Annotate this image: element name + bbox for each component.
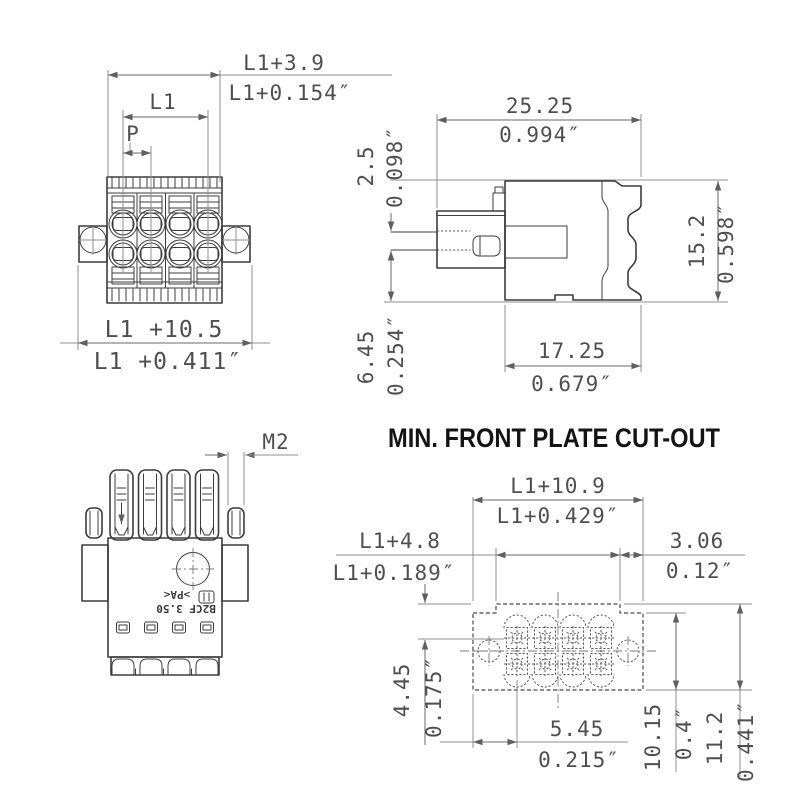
dim-side-height-mm: 15.2 xyxy=(685,214,709,269)
dim-side-body-depth: 17.25 0.679″ xyxy=(504,305,642,396)
dim-front-l1-label: L1 xyxy=(149,90,176,114)
dim-cutout-inner-height: 10.15 0.4″ xyxy=(641,612,752,772)
side-body-contour xyxy=(601,180,609,301)
dim-side-wire-in: 0.098″ xyxy=(383,126,407,208)
material-marking: >PA< xyxy=(163,588,190,601)
dim-cutout-total-height: 11.2 0.441″ xyxy=(624,603,758,782)
dim-cutout-pole-offset: 5.45 0.215″ xyxy=(440,680,628,772)
back-left-pin xyxy=(85,507,103,539)
dim-side-depth-in: 0.994″ xyxy=(499,123,581,147)
side-wire-stub xyxy=(390,231,438,251)
dim-side-body-in: 0.679″ xyxy=(531,372,613,396)
back-levers xyxy=(109,469,220,541)
dim-cutout-corner-mm: 3.06 xyxy=(670,529,725,553)
dim-side-body-mm: 17.25 xyxy=(538,339,606,363)
side-solder-pin xyxy=(504,225,568,259)
dim-front-flange-width: L1 +10.5 L1 +0.411″ xyxy=(60,265,270,375)
dim-front-overall-in: L1+0.154″ xyxy=(229,81,352,105)
dim-side-height: 15.2 0.598″ xyxy=(685,181,738,301)
dim-cutout-row-offset-mm: 4.45 xyxy=(390,663,414,718)
manufacturer-logo xyxy=(198,590,215,604)
cutout-title: MIN. FRONT PLATE CUT-OUT xyxy=(388,423,720,453)
dim-side-height-in: 0.598″ xyxy=(714,202,738,284)
dim-side-tail-mm: 6.45 xyxy=(354,330,378,385)
dim-cutout-total-width-mm: L1+10.9 xyxy=(510,474,606,498)
dim-side-wire: 2.5 0.098″ xyxy=(354,126,407,269)
front-body xyxy=(106,176,223,304)
front-right-flange xyxy=(221,225,251,263)
dim-cutout-total-height-mm: 11.2 xyxy=(703,711,727,766)
dim-back-thread: M2 xyxy=(205,430,298,505)
side-view: 25.25 0.994″ 2.5 0.098″ 6.45 0.254″ 15.2… xyxy=(354,94,738,396)
cutout-outline xyxy=(472,603,644,691)
side-plug-section xyxy=(436,210,568,269)
dim-back-thread-label: M2 xyxy=(262,430,289,454)
side-latch-tab xyxy=(492,192,506,212)
dim-side-depth-mm: 25.25 xyxy=(506,94,574,118)
front-view: L1+3.9 L1+0.154″ L1 P L1 +10.5 L1 +0.411… xyxy=(60,51,392,375)
dim-cutout-total-height-in: 0.441″ xyxy=(734,700,758,782)
dim-cutout-inner-height-in: 0.4″ xyxy=(672,706,696,761)
dim-front-pitch: P xyxy=(123,122,152,272)
back-view: >PA< B2CF 3.50 M2 xyxy=(81,430,298,676)
back-body: >PA< B2CF 3.50 xyxy=(81,537,249,676)
dim-cutout-total-width-in: L1+0.429″ xyxy=(497,504,620,528)
type-marking: B2CF 3.50 xyxy=(156,602,216,615)
dim-front-l1: L1 xyxy=(122,90,209,272)
dim-side-tail-in: 0.254″ xyxy=(384,314,408,396)
dim-front-flange-mm: L1 +10.5 xyxy=(105,317,224,343)
dim-front-overall-mm: L1+3.9 xyxy=(243,51,325,75)
dim-cutout-row-offset-in: 0.175″ xyxy=(422,656,446,738)
dim-front-pitch-label: P xyxy=(126,122,140,146)
dim-cutout-pole-offset-in: 0.215″ xyxy=(538,748,620,772)
dim-cutout-inner-width: L1+4.8 L1+0.189″ xyxy=(333,529,621,601)
side-body-outline xyxy=(504,180,642,301)
dim-cutout-inner-width-in: L1+0.189″ xyxy=(333,561,456,585)
dim-cutout-row-offset: 4.45 0.175″ xyxy=(390,584,504,745)
dim-cutout-corner-in: 0.12″ xyxy=(666,559,734,583)
dim-side-depth: 25.25 0.994″ xyxy=(436,94,642,208)
dim-cutout-inner-width-mm: L1+4.8 xyxy=(359,529,441,553)
dim-cutout-pole-offset-mm: 5.45 xyxy=(550,717,605,741)
dim-front-flange-in: L1 +0.411″ xyxy=(94,349,242,375)
cutout-view: L1+10.9 L1+0.429″ L1+4.8 L1+0.189″ 3.06 … xyxy=(333,474,758,782)
dim-cutout-inner-height-mm: 10.15 xyxy=(641,703,665,771)
dim-cutout-total-width: L1+10.9 L1+0.429″ xyxy=(472,474,644,601)
dim-side-tail: 6.45 0.254″ xyxy=(354,251,408,396)
dim-cutout-corner: 3.06 0.12″ xyxy=(620,529,745,583)
back-right-pin xyxy=(227,507,245,539)
front-left-flange xyxy=(78,225,108,263)
dim-side-wire-mm: 2.5 xyxy=(354,146,378,187)
dim-front-overall-width: L1+3.9 L1+0.154″ xyxy=(107,51,392,182)
